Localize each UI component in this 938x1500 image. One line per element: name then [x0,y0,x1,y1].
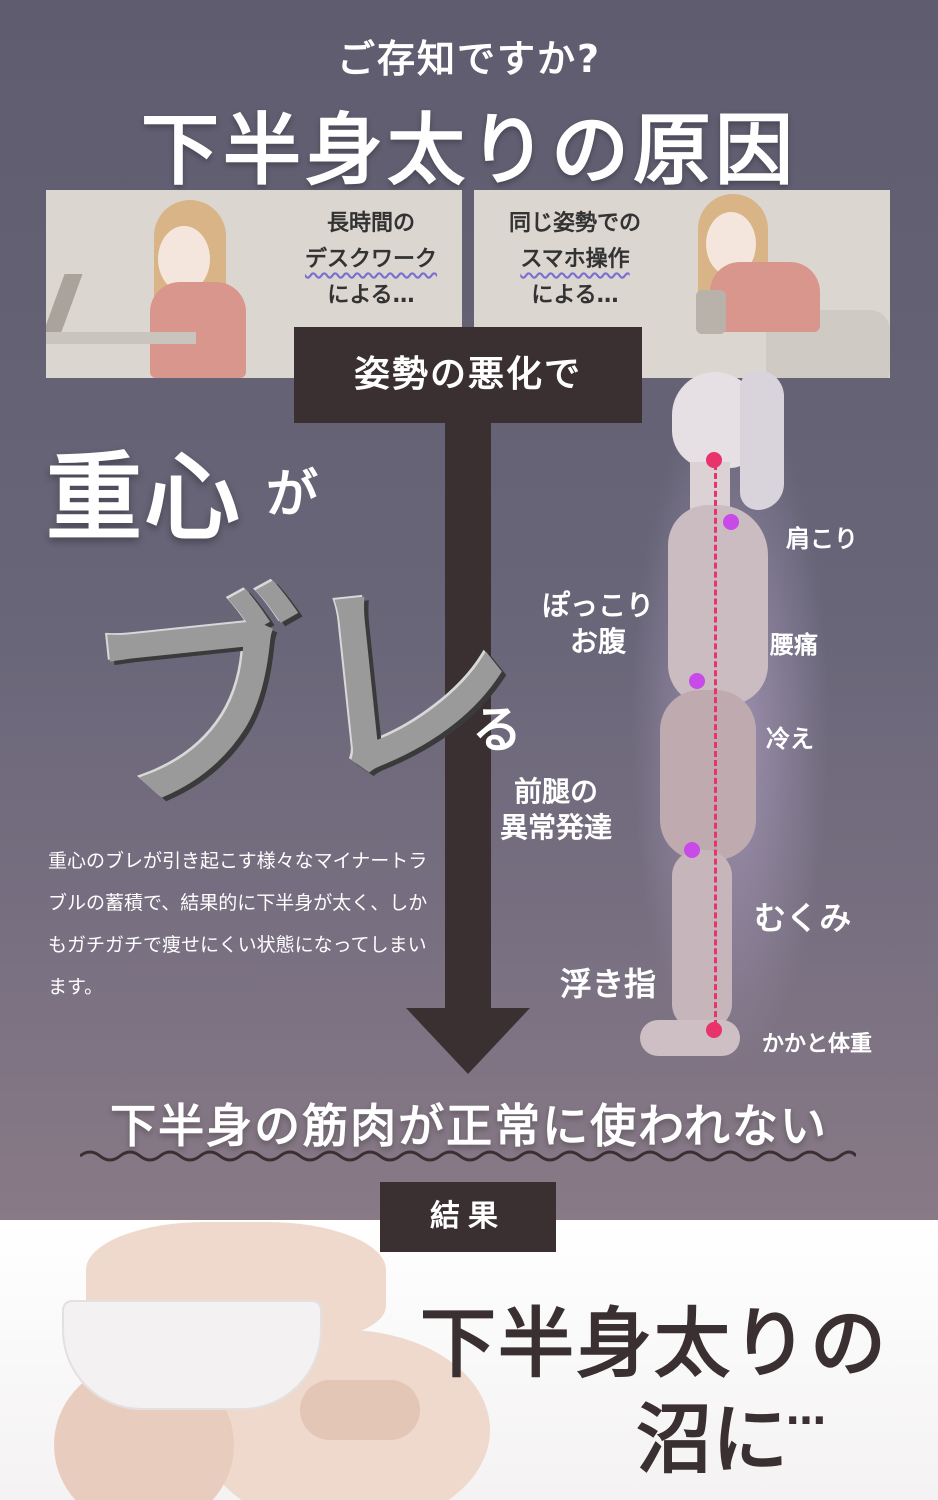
cause-line-3: による… [531,283,619,308]
laptop-icon [46,274,83,332]
cause-line-3: による… [327,283,415,308]
gravity-line [714,455,717,1035]
cause-panel-desk-work: 長時間の デスクワーク による… [46,190,462,378]
shake-text: ブレ [77,545,522,845]
cause-line-1: 同じ姿勢での [508,211,641,236]
figure-ponytail [740,370,784,510]
cause-panel-smartphone: 同じ姿勢での スマホ操作 による… [474,190,890,378]
symptom-belly-line-1: ぽっこり [542,589,655,622]
wavy-divider [80,1150,856,1162]
woman-face [158,226,210,292]
figure-foot [640,1020,740,1056]
figure-shin [672,850,732,1030]
description: 重心のブレが引き起こす様々なマイナートラブルの蓄積で、結果的に下半身が太く、しか… [48,850,428,998]
cause-line-2: スマホ操作 [520,247,630,272]
woman-shirt [710,262,820,332]
swamp-ellipsis: … [786,1388,826,1434]
lead-question: ご存知ですか? [336,37,602,81]
woman-shirt [150,282,246,378]
photo-underwear [62,1300,322,1410]
desk [46,332,196,344]
symptom-belly-line-2: お腹 [570,625,627,658]
symptom-thigh: 前腿の 異常発達 [500,774,612,846]
result-label: 結果 [430,1199,506,1234]
figure-torso [668,505,768,705]
cause-line-1: 長時間の [326,211,415,236]
symptom-thigh-line-2: 異常発達 [500,811,613,844]
figure-thigh [660,690,756,860]
cause-text: 長時間の デスクワーク による… [296,206,446,314]
symptom-back: 腰痛 [770,631,818,659]
suffix-ru: る [472,701,522,759]
joint-marker-hip [689,673,705,689]
cause-line-2: デスクワーク [304,247,437,272]
symptom-belly: ぽっこり お腹 [542,588,654,660]
joint-marker-knee [684,842,700,858]
cause-text: 同じ姿勢での スマホ操作 による… [490,206,660,314]
swamp-text-line-1: 下半身太りの [420,1299,888,1388]
arrow-shaft [445,423,491,1013]
muscle-message: 下半身の筋肉が正常に使われない [110,1099,828,1153]
symptom-swelling: むくみ [754,899,852,937]
symptom-toe: 浮き指 [560,965,657,1003]
symptom-shoulder: 肩こり [786,525,858,553]
symptom-thigh-line-1: 前腿の [514,775,599,808]
joint-marker-heel [706,1022,722,1038]
symptom-cold: 冷え [766,725,814,753]
headline: 下半身太りの原因 [140,106,797,196]
smartphone-icon [696,290,726,334]
photo-hand [300,1380,420,1440]
symptom-heel: かかと体重 [762,1032,873,1057]
joint-marker-shoulder [723,514,739,530]
swamp-text-line-2: 沼に [636,1395,788,1484]
center-of-gravity-text: 重心 [46,442,242,554]
arrow-down-icon [406,1008,530,1074]
particle-ga: が [266,465,319,525]
posture-label: 姿勢の悪化で [353,354,582,395]
joint-marker-head [706,452,722,468]
result-label-box [380,1182,556,1252]
figure-neck [690,462,730,512]
posture-label-box [294,327,642,423]
